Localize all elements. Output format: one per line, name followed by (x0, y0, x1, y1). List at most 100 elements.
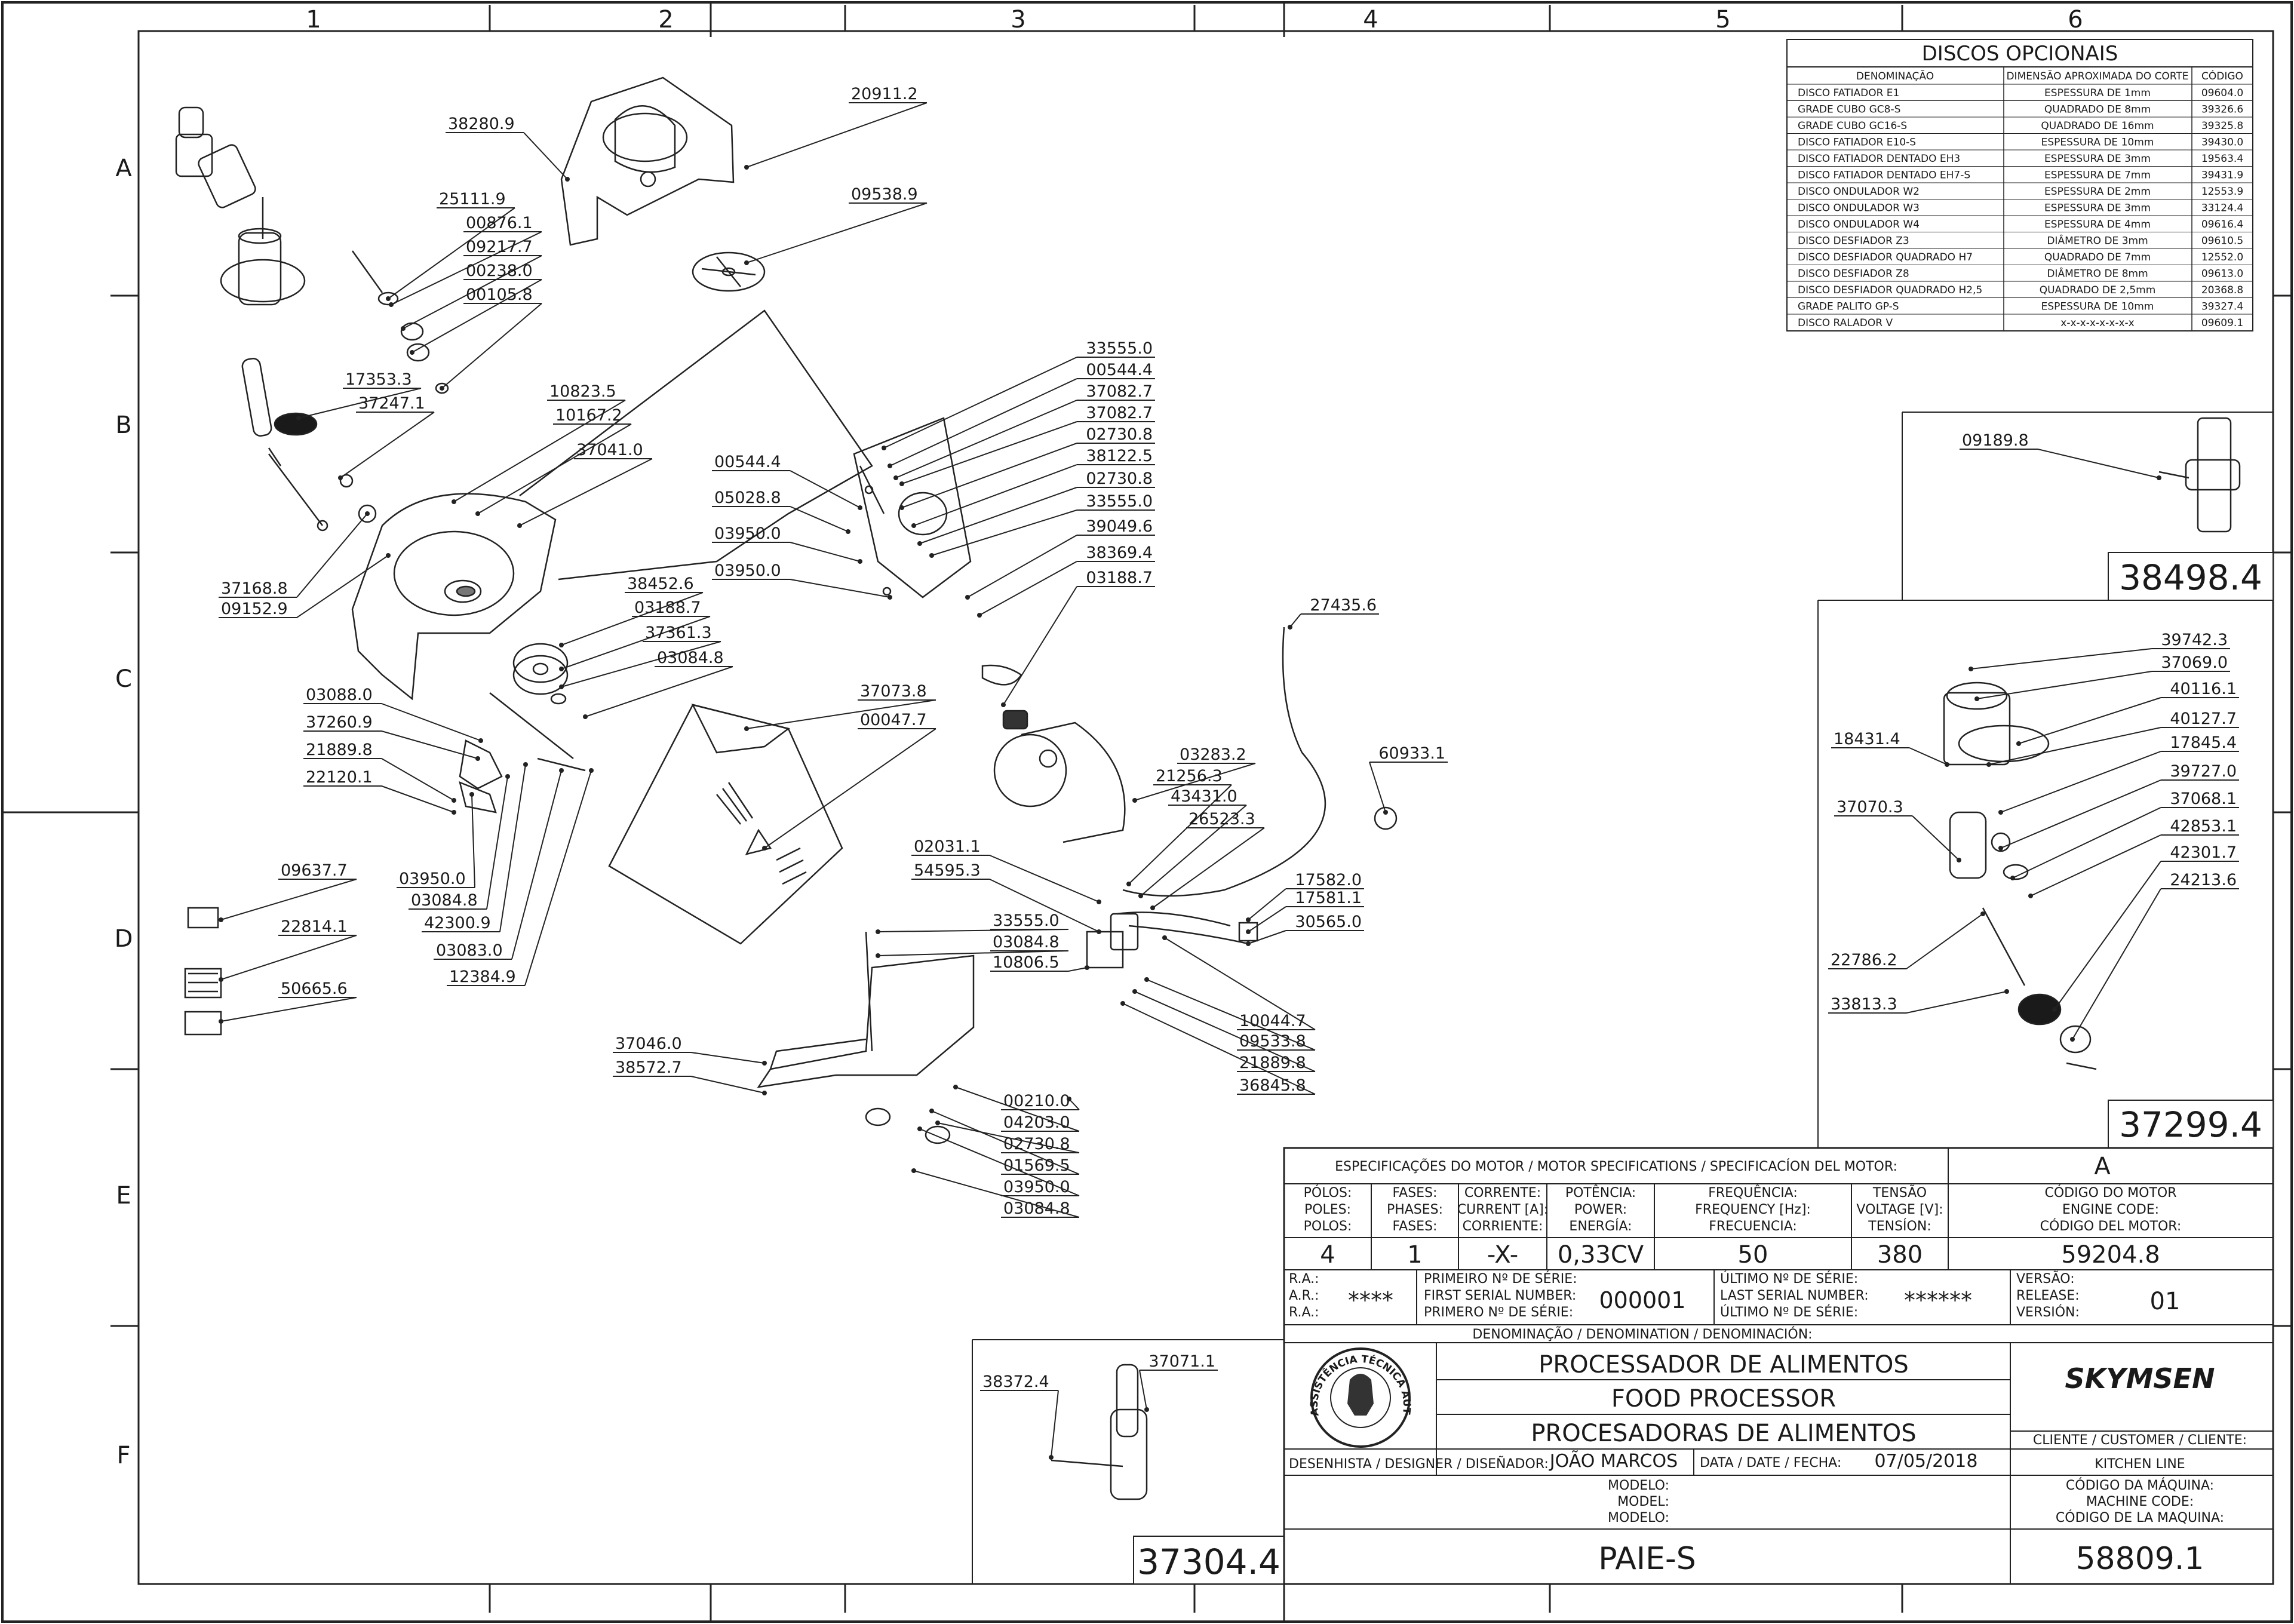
leader-dot (2016, 741, 2021, 746)
brand-logo: SKYMSEN (2065, 1362, 2215, 1395)
callout-label: 03084.8 (993, 933, 1060, 951)
disc-name: DISCO FATIADOR DENTADO EH3 (1798, 153, 1960, 165)
leader-line (585, 666, 733, 717)
leader-line (2054, 861, 2161, 1010)
machine-code-value: 58809.1 (2075, 1541, 2204, 1577)
callout-label: 42853.1 (2170, 817, 2237, 836)
disc-name: DISCO ONDULADOR W2 (1798, 186, 1920, 198)
part-callout: 42853.1 (2028, 817, 2239, 898)
leader-line (913, 464, 1077, 526)
part-callout: 38369.4 (977, 544, 1155, 618)
right-detail-parts (1051, 417, 2241, 1500)
part-callout: 50665.6 (219, 980, 357, 1024)
callout-label: 18431.4 (1834, 730, 1900, 748)
callout-label: 37082.7 (1086, 382, 1153, 401)
last-serial-label-3: ÚLTIMO Nº DE SÉRIE: (1720, 1304, 1858, 1320)
part-callout: 03084.8 (583, 649, 733, 719)
leader-dot (929, 553, 934, 558)
callout-label: 36845.8 (1239, 1076, 1306, 1095)
disc-name: DISCO FATIADOR DENTADO EH7-S (1798, 170, 1970, 182)
part-callout: 00876.1 (389, 214, 542, 307)
handle-assembly (241, 358, 377, 532)
callout-label: 03950.0 (714, 524, 781, 543)
callout-label: 38372.4 (982, 1373, 1049, 1391)
leader-dot (559, 667, 564, 671)
leader-dot (1986, 762, 1991, 767)
part-callout: 12384.9 (447, 768, 594, 986)
part-callout: 43431.0 (1138, 787, 1247, 898)
leader-line (919, 487, 1077, 544)
first-serial-label-2: FIRST SERIAL NUMBER: (1424, 1288, 1576, 1303)
denomination-label: DENOMINAÇÃO / DENOMINATION / DENOMINACIÓ… (1472, 1326, 1812, 1342)
motor-spec-header: POLOS: (1304, 1219, 1352, 1234)
leader-line (901, 443, 1077, 508)
disc-code: 39325.8 (2201, 120, 2243, 132)
leader-line (340, 412, 435, 478)
part-callout: 03950.0 (712, 561, 892, 600)
leader-line (1139, 1370, 1147, 1410)
callout-label: 03950.0 (714, 561, 781, 580)
disc-dimension: QUADRADO DE 7mm (2044, 251, 2151, 263)
leader-dot (219, 1019, 223, 1024)
leader-line (913, 1170, 1080, 1218)
leader-dot (440, 386, 444, 391)
leader-line (764, 728, 936, 849)
authorized-service-seal: ASSISTÊNCIA TÉCNICA AUTORIZADA (0, 0, 1412, 1448)
callout-label: 38280.9 (448, 115, 515, 133)
disc-dimension: QUADRADO DE 16mm (2041, 120, 2154, 132)
leader-dot (762, 1091, 767, 1095)
leader-dot (935, 1120, 940, 1125)
designer-value: JOÃO MARCOS (1549, 1450, 1678, 1472)
leader-dot (965, 595, 970, 600)
callout-label: 17845.4 (2170, 733, 2237, 752)
leader-dot (1288, 625, 1292, 630)
callout-label: 37071.1 (1148, 1352, 1215, 1371)
version-label-3: VERSIÓN: (2016, 1304, 2080, 1320)
leader-dot (478, 738, 483, 743)
leader-line (220, 879, 357, 920)
callout-label: 21889.8 (306, 741, 373, 759)
leader-line (931, 509, 1077, 556)
part-callout: 37068.1 (2010, 790, 2239, 880)
part-callout: 09217.7 (401, 238, 542, 331)
disc-name: GRADE PALITO GP-S (1798, 301, 1899, 313)
leader-line (519, 458, 653, 526)
part-callout: 17581.1 (1246, 889, 1364, 934)
callout-label: 37361.3 (645, 624, 712, 642)
motor-spec-header: CÓDIGO DO MOTOR (2044, 1185, 2176, 1201)
part-callout: 37041.0 (517, 441, 653, 528)
part-callout: 02730.8 (917, 469, 1155, 546)
disc-code: 19563.4 (2201, 153, 2243, 165)
model-label-1: MODELO: (1608, 1478, 1669, 1493)
leader-dot (523, 762, 528, 767)
machine-code-label-3: CÓDIGO DE LA MAQUINA: (2056, 1510, 2224, 1525)
disc-code: 12552.0 (2201, 251, 2243, 263)
disc-name: DISCO FATIADOR E1 (1798, 87, 1899, 99)
leader-dot (1144, 977, 1149, 982)
leader-dot (899, 481, 904, 486)
part-callout: 37071.1 (1139, 1352, 1218, 1412)
disc-name: DISCO ONDULADOR W3 (1798, 202, 1920, 214)
part-callout: 22120.1 (303, 768, 456, 815)
disc-name: DISCO RALADOR V (1798, 317, 1893, 329)
leader-dot (2052, 1007, 2057, 1012)
callout-label: 37070.3 (1837, 798, 1903, 816)
callout-label: 03950.0 (399, 870, 466, 888)
model-value: PAIE-S (1598, 1541, 1696, 1577)
leader-dot (2004, 989, 2009, 994)
detail-box-bottom-left: 37304.4 (972, 1339, 1285, 1585)
leader-dot (1945, 762, 1949, 767)
leader-line (790, 579, 890, 598)
part-callout: 33555.0 (882, 339, 1155, 450)
leader-dot (452, 798, 456, 803)
leader-line (1140, 805, 1247, 897)
leader-dot (559, 643, 564, 647)
leader-dot (1998, 846, 2003, 851)
callout-label: 54595.3 (914, 861, 981, 880)
leader-dot (2028, 894, 2033, 898)
callout-label: 22786.2 (1831, 951, 1897, 969)
part-callout: 38122.5 (911, 447, 1155, 528)
leader-dot (2157, 475, 2161, 480)
disc-name: DISCO FATIADOR E10-S (1798, 137, 1916, 149)
